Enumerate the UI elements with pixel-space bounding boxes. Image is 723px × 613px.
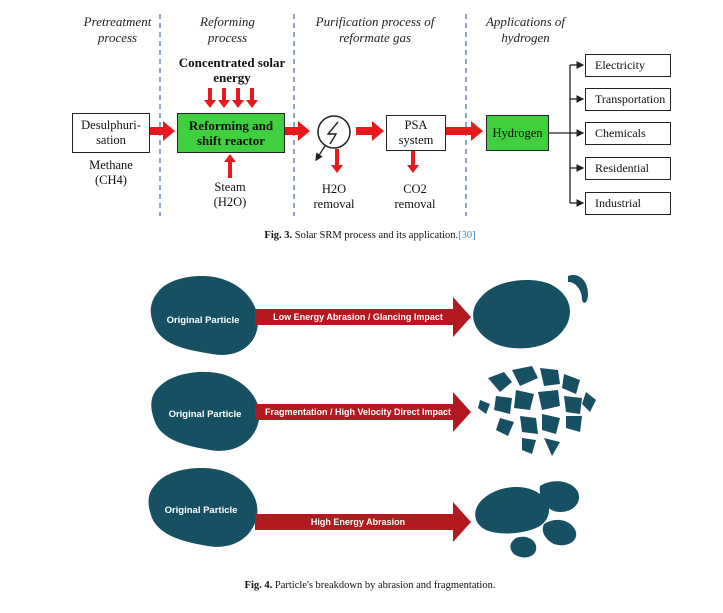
fragment: [562, 374, 580, 394]
abraded-piece-large: [475, 487, 549, 534]
fig3-caption: Fig. 3. Solar SRM process and its applic…: [180, 230, 560, 241]
steam-formula: (H2O): [213, 195, 247, 209]
hydrogen-box: Hydrogen: [486, 115, 549, 151]
stage-header-reforming: Reforming process: [200, 14, 255, 45]
co2-removal-label: CO2 removal: [394, 182, 436, 211]
process-arrow-1: [255, 297, 471, 337]
psa-box: PSA system: [386, 115, 446, 151]
methane-name: Methane: [89, 158, 133, 172]
h2o-removal-arrow: [331, 149, 343, 173]
flow-arrow-3: [356, 121, 384, 141]
fig4-caption-number: Fig. 4.: [244, 580, 273, 591]
original-particle-3: [148, 468, 258, 547]
fragment: [542, 414, 560, 434]
solar-arrow-3: [232, 88, 244, 108]
stage-header-purification: Purification process of reformate gas: [315, 14, 435, 45]
abraded-piece-small-1: [542, 519, 577, 546]
fig4-caption: Fig. 4. Particle's breakdown by abrasion…: [170, 580, 570, 591]
separator-icon: [315, 115, 351, 162]
solar-energy-label: Concentrated solar energy: [178, 55, 286, 85]
steam-label: Steam (H2O): [195, 180, 265, 210]
steam-arrow: [224, 154, 236, 178]
abraded-particle: [473, 280, 570, 349]
reactor-label: Reforming and shift reactor: [188, 118, 274, 148]
fragment: [520, 416, 538, 434]
stage-header-applications: Applications of hydrogen: [485, 14, 566, 45]
fragment: [512, 366, 538, 386]
fragment: [544, 438, 560, 456]
stage-header-pretreatment: Pretreatment process: [83, 14, 152, 45]
fragment: [564, 396, 582, 414]
abraded-piece-medium: [539, 481, 580, 512]
fig3-caption-text: Solar SRM process and its application.: [294, 230, 459, 241]
fig3-caption-ref[interactable]: [30]: [458, 230, 476, 241]
original-particle-1: [150, 276, 259, 355]
flow-arrow-4: [446, 121, 483, 141]
fragment: [540, 368, 560, 386]
co2-removal-arrow: [407, 149, 419, 173]
application-residential: Residential: [585, 157, 671, 180]
process-arrow-3: [255, 502, 471, 542]
fig3-caption-number: Fig. 3.: [264, 230, 293, 241]
original-particle-label-3: Original Particle: [164, 505, 238, 516]
fragment: [514, 390, 534, 410]
fragment: [566, 416, 582, 432]
desulphurisation-box: Desulphuri-sation: [72, 113, 150, 153]
psa-label: PSA system: [398, 118, 434, 147]
fragment: [538, 390, 560, 410]
solar-arrow-4: [246, 88, 258, 108]
application-electricity: Electricity: [585, 54, 671, 77]
fragment: [488, 372, 512, 392]
fragment: [496, 418, 514, 436]
fragment: [478, 400, 490, 414]
fragment: [522, 438, 536, 454]
methane-label: Methane (CH4): [72, 158, 150, 188]
original-particle-2: [151, 371, 260, 451]
flow-arrow-1: [150, 121, 175, 141]
fig4-caption-text: Particle's breakdown by abrasion and fra…: [274, 580, 496, 591]
fragment: [494, 396, 512, 414]
flow-arrow-2: [285, 121, 310, 141]
hydrogen-label: Hydrogen: [492, 125, 543, 140]
solar-arrow-1: [204, 88, 216, 108]
application-transportation: Transportation: [585, 88, 671, 111]
process-label-low-energy: Low Energy Abrasion / Glancing Impact: [273, 312, 443, 322]
abrasion-sliver: [568, 274, 588, 303]
solar-arrow-2: [218, 88, 230, 108]
h2o-removal-label: H2O removal: [313, 182, 355, 211]
process-arrow-2: [255, 392, 471, 432]
application-industrial: Industrial: [585, 192, 671, 215]
process-label-fragmentation: Fragmentation / High Velocity Direct Imp…: [264, 407, 452, 417]
reactor-box: Reforming and shift reactor: [177, 113, 285, 153]
desulphurisation-label: Desulphuri-sation: [81, 118, 141, 147]
fragment: [582, 392, 596, 412]
methane-formula: (CH4): [95, 173, 127, 187]
application-chemicals: Chemicals: [585, 122, 671, 145]
process-label-high-energy: High Energy Abrasion: [310, 517, 406, 527]
steam-name: Steam: [214, 180, 246, 194]
original-particle-label-2: Original Particle: [168, 409, 242, 420]
abraded-piece-small-2: [510, 536, 537, 558]
original-particle-label-1: Original Particle: [166, 315, 240, 326]
